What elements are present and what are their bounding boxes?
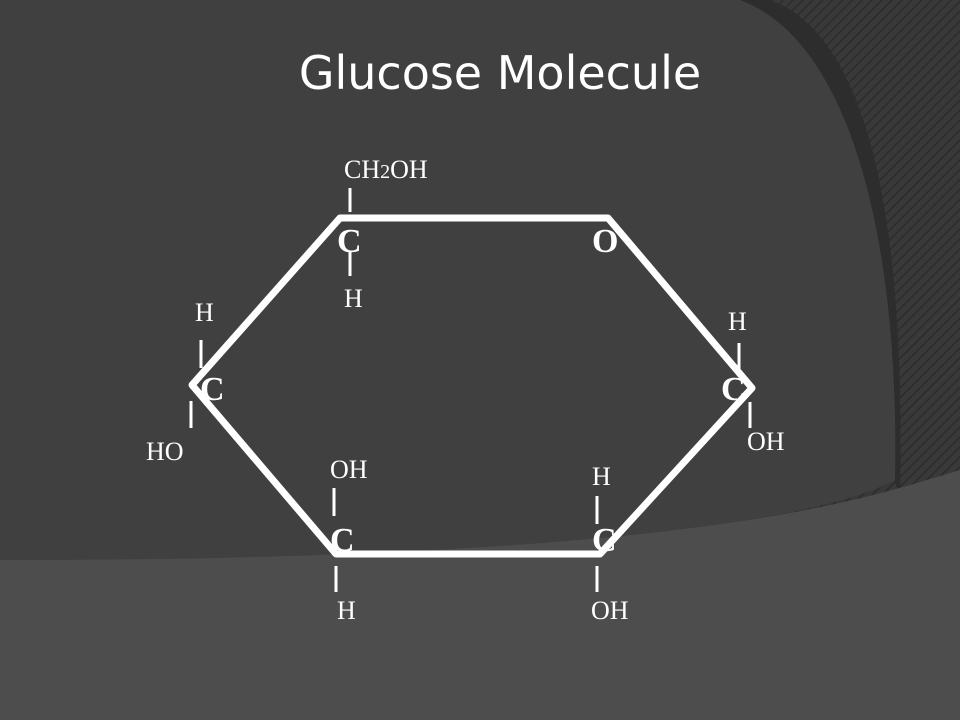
label-top-h: H xyxy=(344,284,363,313)
label-ch2oh: CH2OH xyxy=(344,157,428,183)
atom-c4: C xyxy=(330,522,355,559)
atom-ring-oxygen: O xyxy=(592,223,619,260)
slide-title: Glucose Molecule xyxy=(298,46,702,100)
label-left-h: H xyxy=(195,298,214,327)
atom-c3: C xyxy=(721,371,746,408)
label-ch2oh-subscript: 2 xyxy=(380,161,391,183)
label-bottom-right-oh: OH xyxy=(591,596,629,625)
lower-band xyxy=(0,470,960,720)
label-bottom-left-oh: OH xyxy=(330,455,368,484)
label-right-oh: OH xyxy=(747,427,785,456)
label-ch2oh-ch: CH xyxy=(344,155,381,184)
label-bottom-left-h: H xyxy=(337,596,356,625)
panel-edge-stripe xyxy=(740,0,901,500)
atom-c2: C xyxy=(200,371,225,408)
label-ch2oh-oh: OH xyxy=(390,155,428,184)
label-left-ho: HO xyxy=(146,437,184,466)
label-bottom-right-h: H xyxy=(592,462,611,491)
label-right-h: H xyxy=(728,307,747,336)
atom-c5: C xyxy=(592,522,617,559)
hexagon-ring xyxy=(188,214,756,558)
atom-c1: C xyxy=(337,223,362,260)
